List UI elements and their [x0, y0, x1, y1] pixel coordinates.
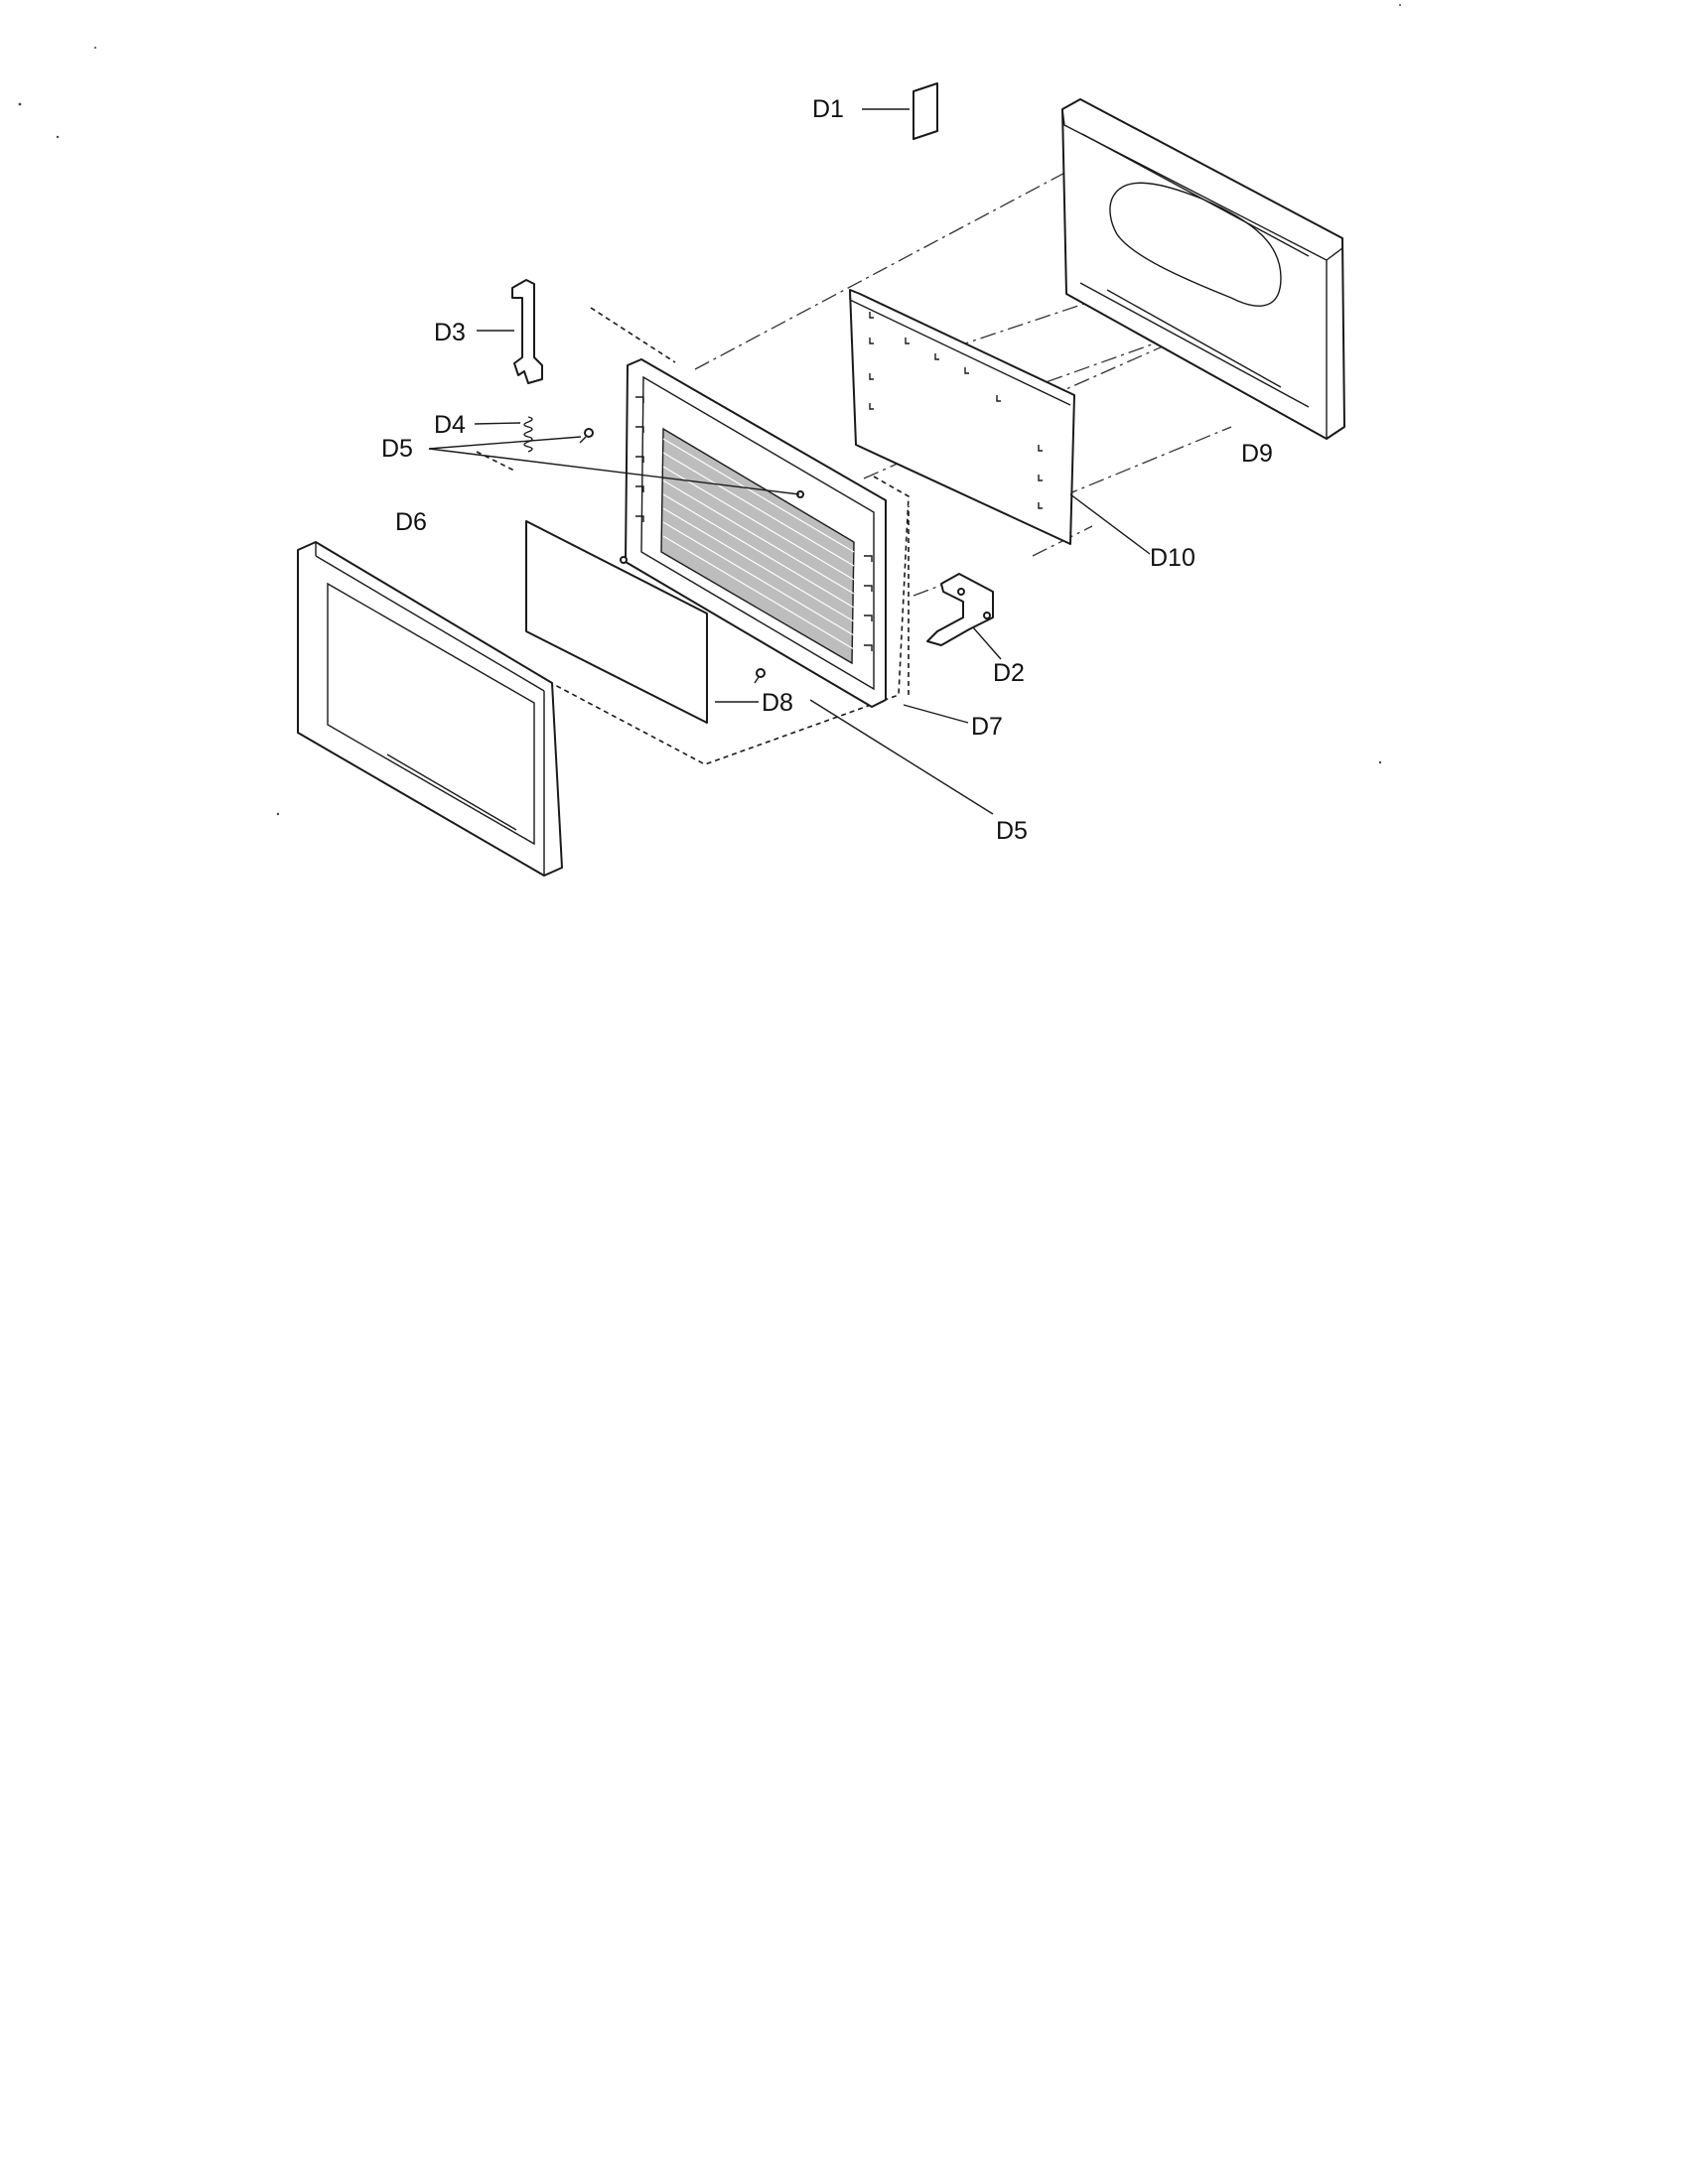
label-d4: D4	[434, 411, 466, 439]
label-d2: D2	[993, 659, 1025, 687]
label-d9: D9	[1241, 440, 1273, 468]
leader-lines	[428, 108, 1151, 815]
mesh-panel	[660, 427, 855, 665]
part-d4-spring	[523, 416, 533, 453]
part-d10-screen-plate	[849, 289, 1075, 545]
part-d6-inner-frame	[625, 358, 887, 708]
label-d3: D3	[434, 319, 466, 346]
part-d8-window-glass	[525, 520, 708, 724]
label-d10: D10	[1150, 544, 1195, 572]
dotted-outlines	[476, 307, 910, 765]
label-d5-lower: D5	[996, 817, 1028, 845]
label-d5-upper: D5	[381, 435, 413, 463]
part-d2-hinge-bracket	[926, 573, 994, 646]
part-labels: D1 D3 D4 D5 D6 D8 D7 D2 D5 D9 D10	[381, 95, 1273, 845]
label-d7: D7	[971, 713, 1003, 741]
part-front-frame	[297, 541, 563, 877]
part-d5-screws	[579, 428, 804, 684]
part-d1-label-sticker	[912, 82, 938, 140]
label-d8: D8	[762, 689, 793, 717]
part-d3-latch-hook	[511, 279, 543, 384]
part-d9-outer-door	[1061, 98, 1345, 440]
label-d6: D6	[395, 508, 427, 536]
scan-specks	[18, 4, 1401, 816]
label-d1: D1	[812, 95, 844, 123]
